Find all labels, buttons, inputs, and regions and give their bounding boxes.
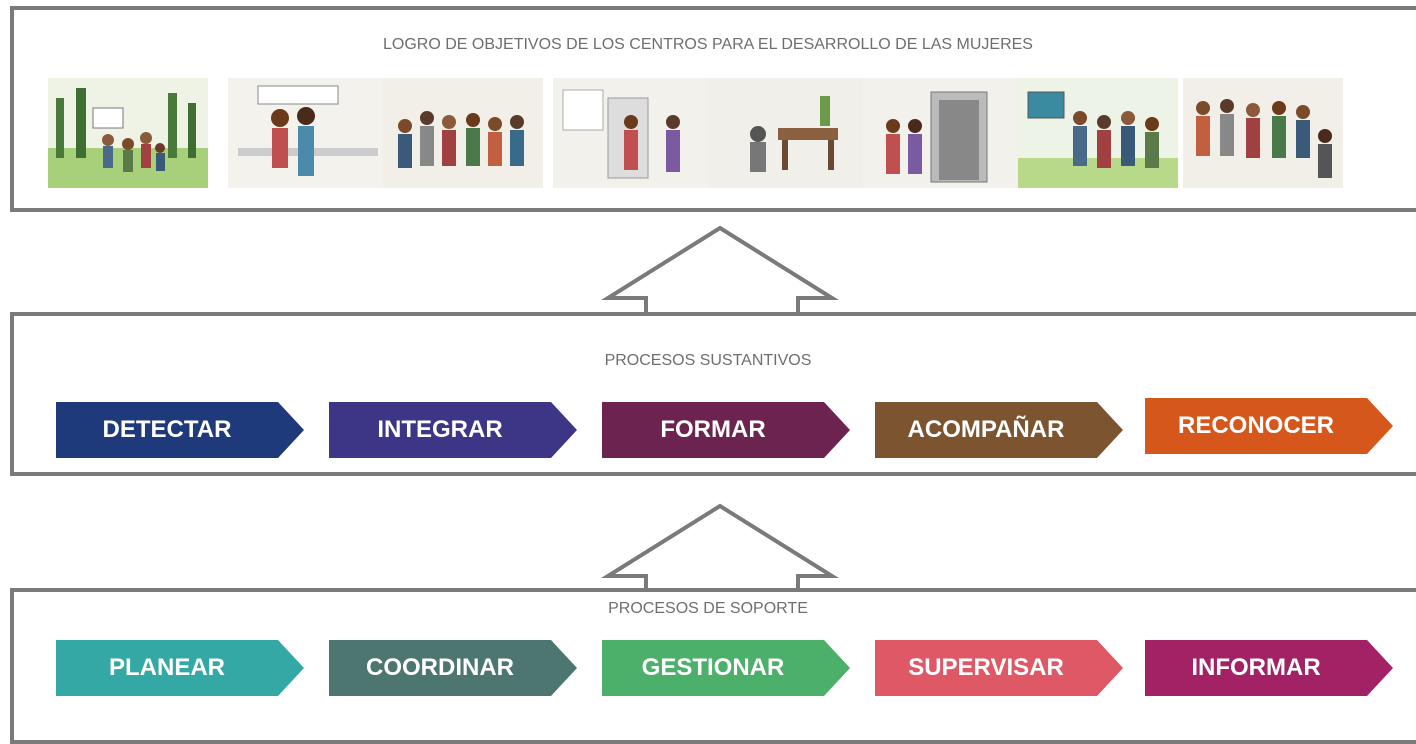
chevron-shape <box>1145 398 1393 454</box>
illustrations-strip <box>48 78 1348 188</box>
step-planear: PLANEAR <box>56 640 306 696</box>
chevron-shape <box>1145 640 1393 696</box>
step-label: DETECTAR <box>102 416 232 443</box>
women-handshake-illustration <box>553 78 713 188</box>
step-detectar: DETECTAR <box>56 402 306 458</box>
chevron-shape <box>602 402 850 458</box>
step-label: SUPERVISAR <box>908 654 1064 681</box>
people-in-park-illustration <box>48 78 208 188</box>
step-label: COORDINAR <box>366 654 514 681</box>
desk-office-illustration <box>708 78 868 188</box>
group-talking-illustration <box>1183 78 1343 188</box>
step-label: INFORMAR <box>1191 654 1321 681</box>
chevron-shape <box>56 640 304 696</box>
chevron-shape <box>329 640 577 696</box>
chevron-shape <box>875 640 1123 696</box>
up-arrow-icon <box>601 225 839 316</box>
soporte-title: PROCESOS DE SOPORTE <box>608 600 808 617</box>
step-gestionar: GESTIONAR <box>602 640 852 696</box>
women-at-door-illustration <box>863 78 1023 188</box>
group-gathering-illustration <box>383 78 543 188</box>
step-coordinar: COORDINAR <box>329 640 579 696</box>
step-supervisar: SUPERVISAR <box>875 640 1125 696</box>
step-label: ACOMPAÑAR <box>907 416 1065 443</box>
group-at-board-illustration <box>1018 78 1178 188</box>
step-label: PLANEAR <box>108 654 225 681</box>
step-label: INTEGRAR <box>377 416 503 443</box>
chevron-shape <box>602 640 850 696</box>
step-reconocer: RECONOCER <box>1145 398 1395 454</box>
step-formar: FORMAR <box>602 402 852 458</box>
step-label: GESTIONAR <box>641 654 785 681</box>
step-integrar: INTEGRAR <box>329 402 579 458</box>
up-arrow-icon <box>601 503 839 594</box>
step-label: RECONOCER <box>1177 412 1334 439</box>
step-informar: INFORMAR <box>1145 640 1395 696</box>
chevron-shape <box>56 402 304 458</box>
chevron-shape <box>329 402 577 458</box>
step-acompanar: ACOMPAÑAR <box>875 402 1125 458</box>
step-label: FORMAR <box>660 416 766 443</box>
women-at-sign-illustration <box>228 78 388 188</box>
objectives-title: LOGRO DE OBJETIVOS DE LOS CENTROS PARA E… <box>383 36 1033 53</box>
sustantivos-title: PROCESOS SUSTANTIVOS <box>604 352 812 369</box>
chevron-shape <box>875 402 1123 458</box>
